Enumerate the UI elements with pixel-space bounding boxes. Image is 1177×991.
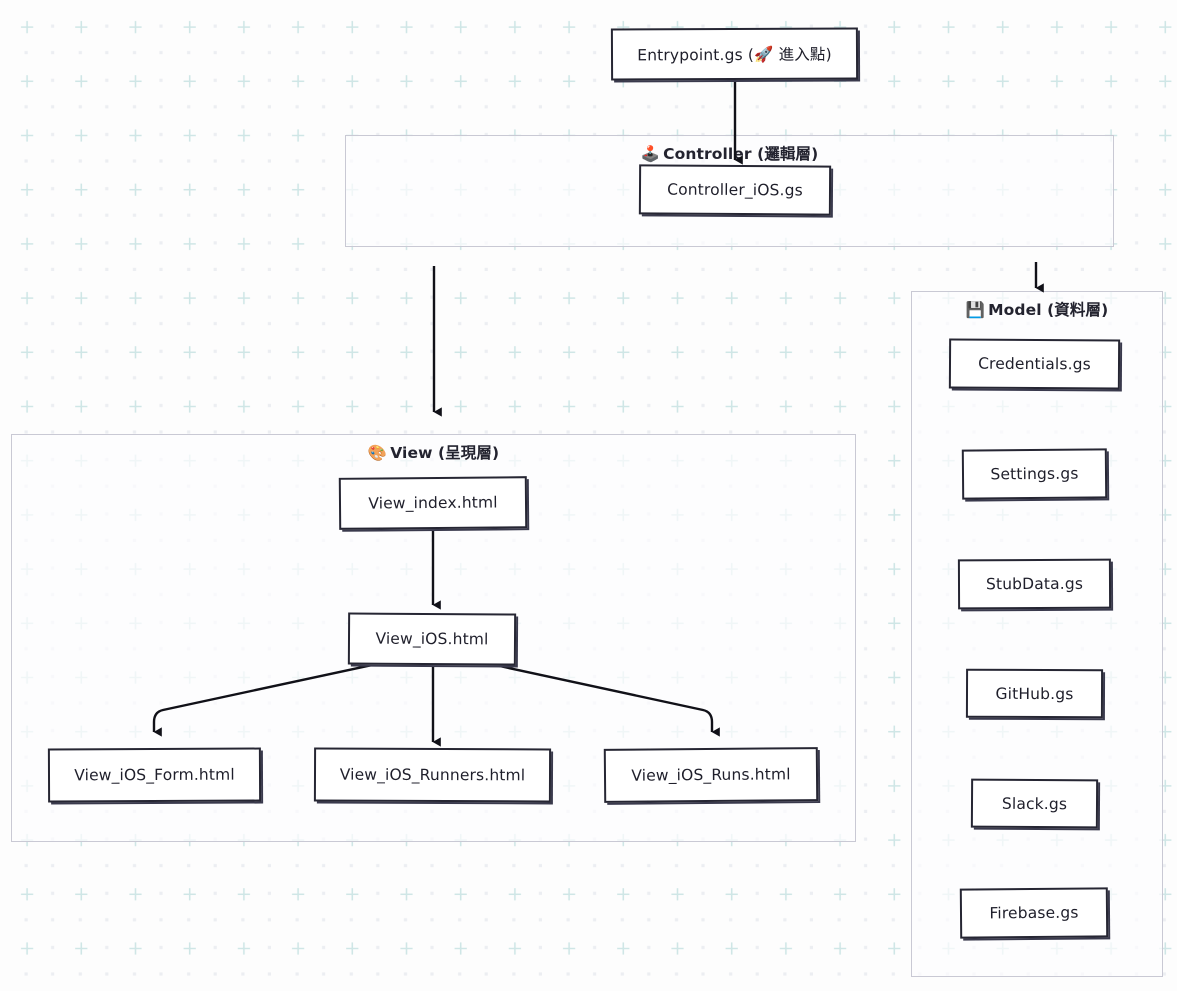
- node-stubdata[interactable]: StubData.gs: [957, 558, 1112, 610]
- node-view-ios-runs[interactable]: View_iOS_Runs.html: [603, 747, 819, 803]
- node-settings[interactable]: Settings.gs: [961, 448, 1108, 500]
- group-panel-controller: 🕹️Controller (邏輯層): [345, 135, 1114, 247]
- group-label-view-text: View (呈現層): [390, 444, 500, 462]
- node-view-ios[interactable]: View_iOS.html: [347, 612, 517, 666]
- group-label-controller-text: Controller (邏輯層): [663, 145, 819, 163]
- node-controller-ios[interactable]: Controller_iOS.gs: [638, 164, 832, 216]
- joystick-icon: 🕹️: [640, 145, 661, 163]
- node-view-ios-runners[interactable]: View_iOS_Runners.html: [313, 747, 552, 803]
- group-label-controller: 🕹️Controller (邏輯層): [346, 142, 1113, 164]
- group-label-model-text: Model (資料層): [988, 301, 1109, 319]
- node-github[interactable]: GitHub.gs: [965, 668, 1104, 719]
- node-view-index[interactable]: View_index.html: [338, 476, 528, 530]
- floppy-disk-icon: 💾: [965, 301, 986, 319]
- node-view-ios-form[interactable]: View_iOS_Form.html: [47, 747, 262, 803]
- node-credentials[interactable]: Credentials.gs: [948, 338, 1121, 390]
- node-slack[interactable]: Slack.gs: [970, 778, 1099, 829]
- group-panel-model: 💾Model (資料層): [911, 291, 1163, 977]
- group-label-model: 💾Model (資料層): [912, 298, 1162, 320]
- group-label-view: 🎨View (呈現層): [12, 441, 855, 463]
- node-entrypoint[interactable]: Entrypoint.gs (🚀 進入點): [610, 27, 859, 81]
- node-firebase[interactable]: Firebase.gs: [959, 887, 1109, 939]
- palette-icon: 🎨: [367, 444, 388, 462]
